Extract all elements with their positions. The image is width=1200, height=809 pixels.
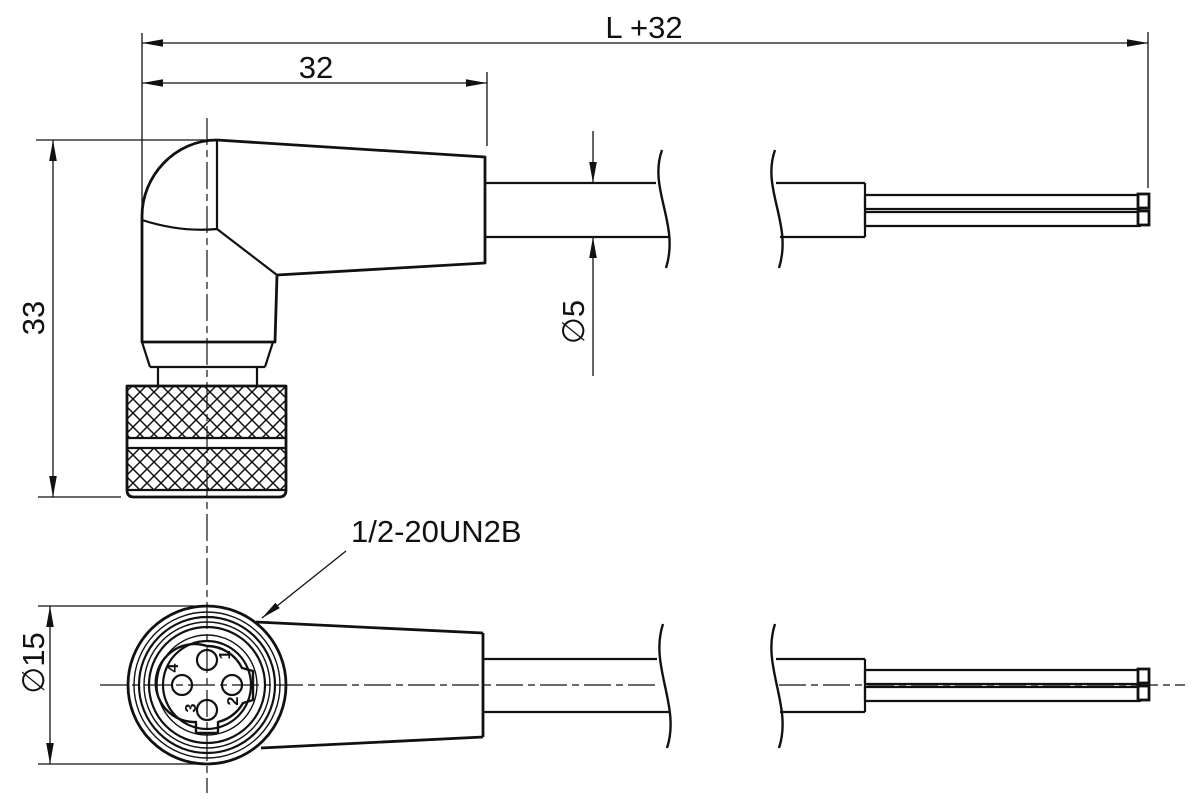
wire-upper — [863, 193, 1142, 211]
arrowhead — [466, 79, 487, 87]
arrowhead — [589, 162, 597, 183]
pin-1-label: 1 — [217, 650, 234, 659]
front-cable — [483, 657, 669, 714]
thread-spec-label: 1/2-20UN2B — [351, 514, 522, 549]
body-chamfer — [140, 341, 275, 369]
front-wire-upper — [863, 668, 1142, 686]
dim-body-height-label: 33 — [16, 301, 51, 335]
dim-face-diameter-label: ∅15 — [16, 632, 51, 694]
arrowhead — [589, 237, 597, 258]
pin-2-label: 2 — [225, 696, 242, 705]
arrowhead — [142, 39, 163, 47]
dim-cable-diameter-label: ∅5 — [556, 300, 591, 344]
front-cable-jacket-end — [776, 657, 867, 714]
connector-body-outline — [140, 138, 487, 344]
front-wire-tip-upper — [1136, 667, 1151, 685]
front-break-line-1 — [658, 623, 672, 749]
front-body-outline — [255, 620, 485, 750]
wire-tip-upper — [1136, 192, 1151, 210]
side-view — [125, 138, 1151, 499]
leader-arrowhead — [262, 602, 280, 618]
dim-overall-length-label: L +32 — [605, 10, 682, 45]
coupling-nut-outline — [125, 384, 288, 499]
insert-keyed-plate — [154, 642, 255, 735]
cable-jacket-end — [776, 181, 867, 239]
elbow-bend-seam-line — [141, 218, 278, 276]
pin-4-label: 4 — [165, 663, 182, 672]
arrowhead — [142, 79, 163, 87]
arrowhead — [46, 606, 54, 627]
front-wire-lower — [863, 685, 1142, 703]
arrowhead — [1127, 39, 1148, 47]
front-break-line-2 — [770, 623, 784, 749]
cable-break-line-2 — [770, 149, 784, 269]
dimensions: L +32 32 33 ∅5 ∅15 1/2-20UN2B — [16, 10, 1149, 765]
cable-break-line-1 — [657, 149, 671, 269]
centerlines — [100, 118, 1185, 793]
dim-body-length-label: 32 — [299, 50, 333, 85]
pin-3-label: 3 — [183, 703, 200, 712]
cable-side — [485, 181, 670, 239]
front-wire-tip-lower — [1136, 684, 1151, 702]
arrowhead — [46, 743, 54, 764]
arrowhead — [49, 476, 57, 497]
extension-lines — [36, 32, 1149, 765]
body-neck — [156, 367, 259, 386]
wire-tip-lower — [1136, 209, 1151, 227]
arrowhead — [49, 140, 57, 161]
wire-lower — [863, 210, 1142, 228]
